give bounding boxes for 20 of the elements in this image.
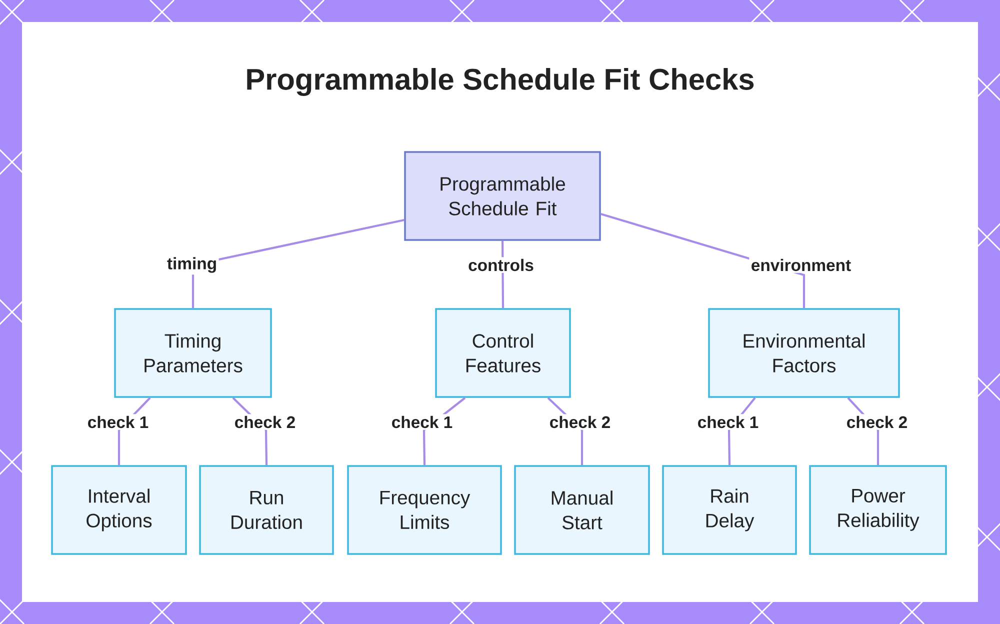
root-box: Programmable Schedule Fit	[404, 151, 601, 241]
category-box: Control Features	[435, 308, 571, 398]
check-box: Frequency Limits	[347, 465, 502, 555]
edge-label: check 1	[390, 414, 454, 430]
edge-label: check 2	[232, 414, 298, 430]
edge-label: check 1	[86, 414, 150, 430]
check-box: Run Duration	[199, 465, 334, 555]
edge-label: controls	[466, 257, 536, 273]
edge-label: check 1	[696, 414, 760, 430]
check-box: Rain Delay	[662, 465, 797, 555]
check-box: Power Reliability	[809, 465, 947, 555]
edge-label: environment	[749, 257, 853, 273]
edge-label: check 2	[844, 414, 910, 430]
check-box: Manual Start	[514, 465, 650, 555]
check-box: Interval Options	[51, 465, 187, 555]
edge-label: timing	[165, 255, 219, 275]
category-box: Timing Parameters	[114, 308, 272, 398]
category-box: Environmental Factors	[708, 308, 900, 398]
title: Programmable Schedule Fit Checks	[247, 68, 754, 96]
edge-label: check 2	[548, 414, 612, 430]
